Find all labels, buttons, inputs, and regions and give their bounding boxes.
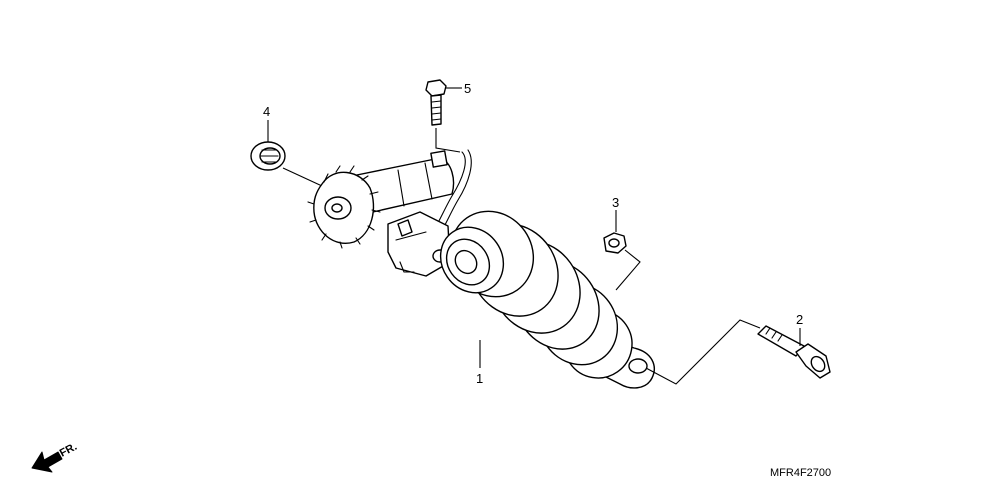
callout-1: 1 <box>476 371 483 386</box>
part-4-nut[interactable] <box>250 141 286 171</box>
callout-3: 3 <box>612 195 619 210</box>
front-direction-arrow: FR. <box>31 441 79 473</box>
callout-4: 4 <box>263 104 270 119</box>
part-2-bolt[interactable] <box>757 325 831 379</box>
callout-2: 2 <box>796 312 803 327</box>
direction-label: FR. <box>58 441 79 460</box>
part-3-nut[interactable] <box>603 232 627 254</box>
callout-5: 5 <box>464 81 471 96</box>
part-5-bolt[interactable] <box>425 79 447 126</box>
diagram-code: MFR4F2700 <box>770 467 831 479</box>
part-1-shock-absorber[interactable] <box>428 195 655 391</box>
preload-adjuster <box>307 149 472 277</box>
